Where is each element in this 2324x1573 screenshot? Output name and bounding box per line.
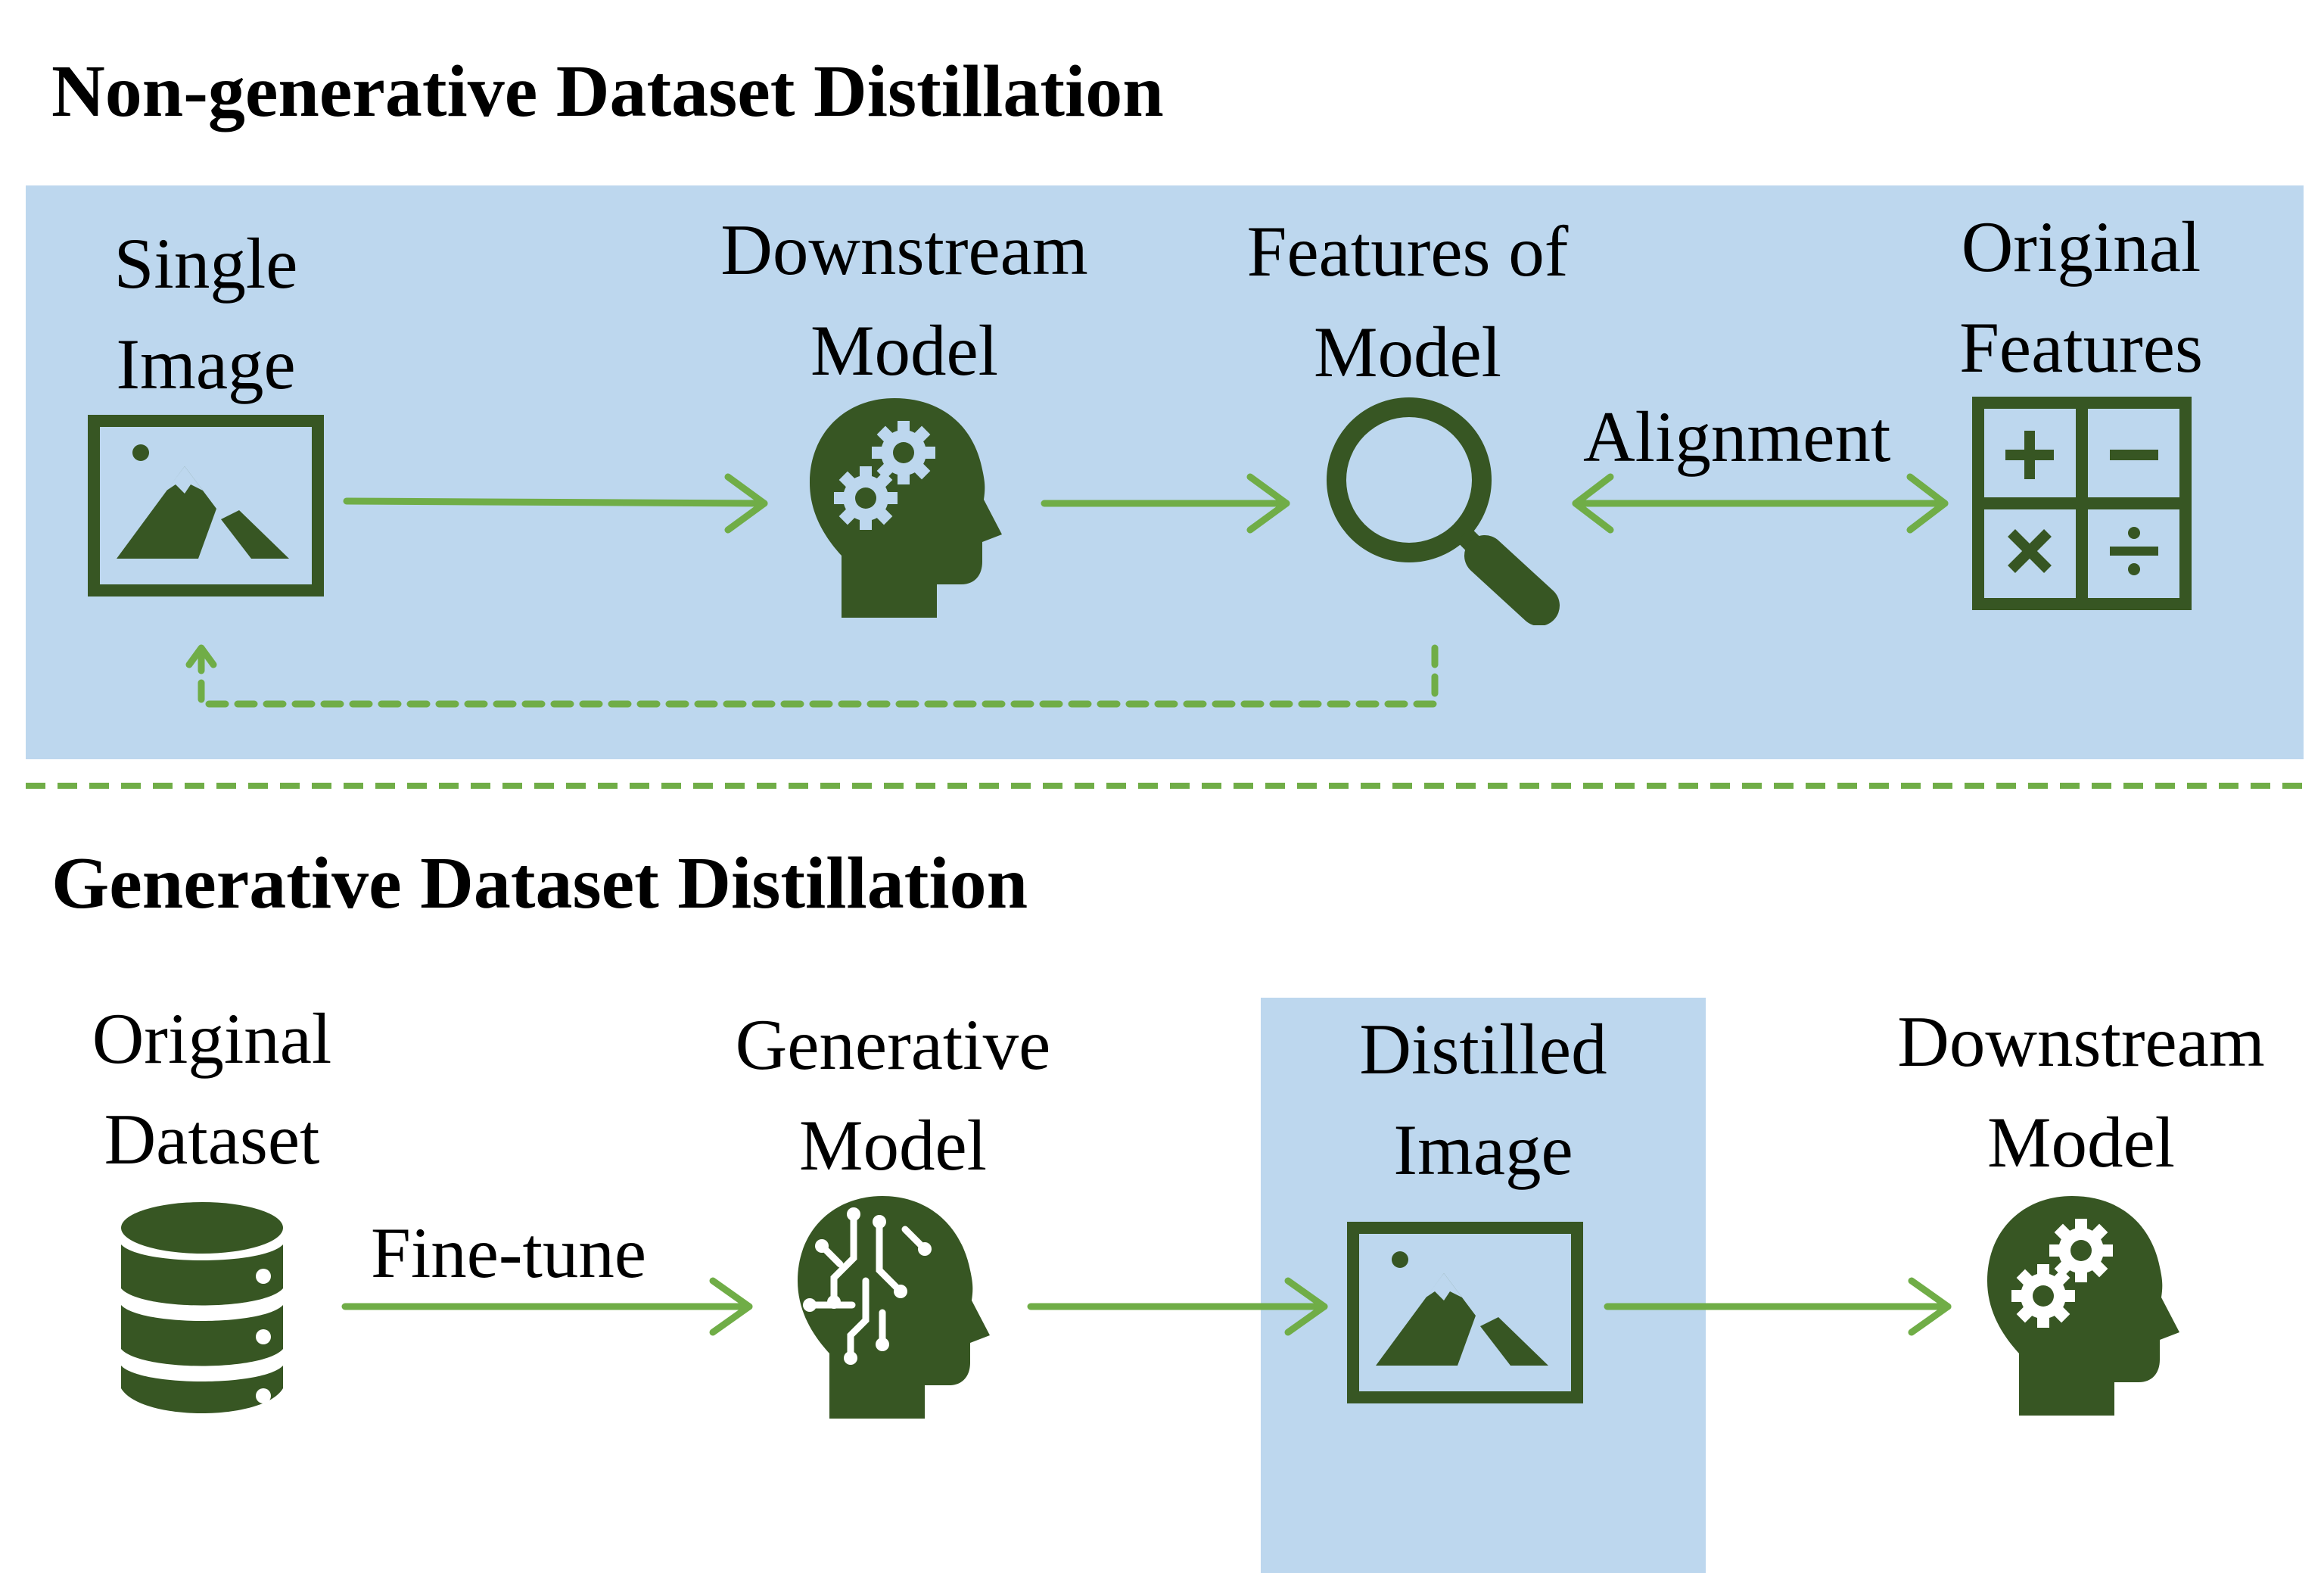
alignment-label: Alignment: [1583, 397, 1891, 477]
head-gears-icon: [1987, 1196, 2179, 1416]
head-circuit-icon: [798, 1196, 990, 1419]
magnifier-icon: [1327, 397, 1560, 625]
calculator-icon: [1972, 397, 2192, 610]
head-gears-icon: [810, 398, 1002, 618]
top-section-title: Non-generative Dataset Distillation: [51, 51, 1164, 132]
fine-tune-label: Fine-tune: [371, 1213, 647, 1293]
image-icon: [88, 415, 324, 596]
bottom-section-title: Generative Dataset Distillation: [51, 843, 1028, 924]
distilled-image-panel: [1261, 998, 1706, 1573]
database-icon: [121, 1202, 283, 1413]
image-icon: [1347, 1222, 1583, 1403]
